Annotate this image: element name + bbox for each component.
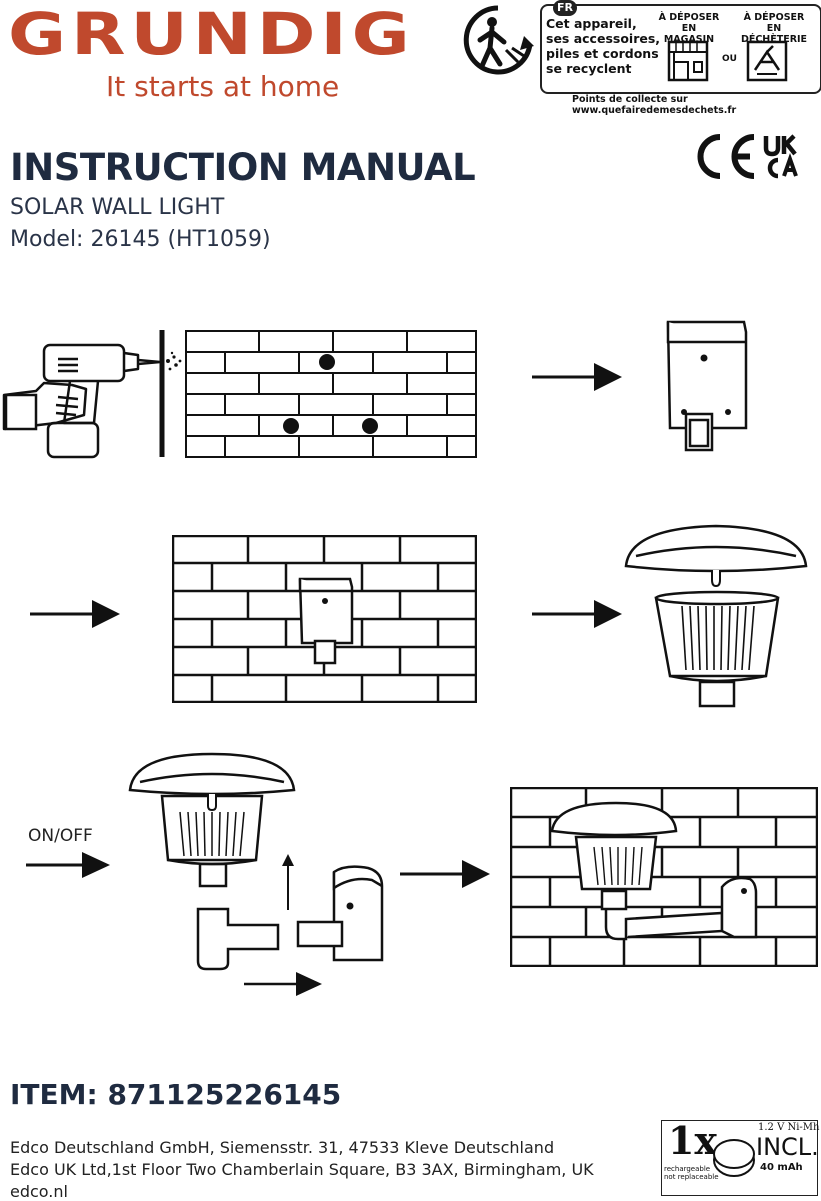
battery-icon [713, 1139, 755, 1177]
arrow-right-icon [30, 600, 120, 628]
recycling-footer: Points de collecte sur www.quefairedemes… [572, 94, 737, 116]
country-badge: FR [553, 0, 577, 16]
arrow-right-icon [532, 363, 622, 391]
brand-tagline: It starts at home [106, 70, 340, 103]
model-number: Model: 26145 (HT1059) [10, 227, 271, 252]
product-name: SOLAR WALL LIGHT [10, 195, 225, 220]
brick-wall-with-holes [185, 330, 477, 458]
or-label: OU [722, 54, 737, 64]
arrow-right-icon [400, 860, 490, 888]
center-deposit-label: À DÉPOSER EN DÉCHÈTERIE [740, 12, 808, 45]
lamp-arm-part [196, 907, 280, 971]
shop-icon [667, 40, 709, 82]
drill-illustration [2, 330, 182, 459]
battery-capacity: 40 mAh [760, 1162, 803, 1173]
on-off-label: ON/OFF [28, 826, 93, 846]
battery-included: INCL. [756, 1133, 819, 1161]
bracket-part [296, 865, 384, 962]
wall-bracket-illustration [666, 320, 748, 452]
solar-lamp-exploded-illustration [624, 524, 808, 708]
manual-title: INSTRUCTION MANUAL [10, 146, 476, 189]
store-deposit-label: À DÉPOSER EN MAGASIN [658, 12, 720, 45]
solar-lamp-illustration [128, 752, 296, 888]
battery-info-box [661, 1120, 818, 1196]
arrow-right-icon [244, 972, 322, 996]
address-de: Edco Deutschland GmbH, Siemensstr. 31, 4… [10, 1138, 555, 1157]
battery-spec: 1.2 V Ni-Mh [758, 1122, 820, 1133]
battery-note: rechargeable not replaceable [664, 1165, 719, 1181]
website: edco.nl [10, 1182, 68, 1201]
arrow-up-icon [282, 854, 294, 910]
arrow-right-icon [26, 852, 110, 878]
arrow-right-icon [532, 600, 622, 628]
item-number: ITEM: 871125226145 [10, 1078, 342, 1111]
recycling-text: Cet appareil, ses accessoires, piles et … [546, 16, 661, 76]
brick-wall-with-mounted-lamp [510, 787, 818, 967]
grundig-logo: GRUNDIG [8, 0, 415, 68]
triman-recycling-icon [463, 5, 534, 75]
battery-quantity: 1x [668, 1118, 718, 1163]
ce-ukca-marks [697, 134, 798, 179]
recycling-center-icon [746, 40, 788, 82]
address-uk: Edco UK Ltd,1st Floor Two Chamberlain Sq… [10, 1160, 594, 1179]
brick-wall-with-bracket [172, 535, 477, 703]
